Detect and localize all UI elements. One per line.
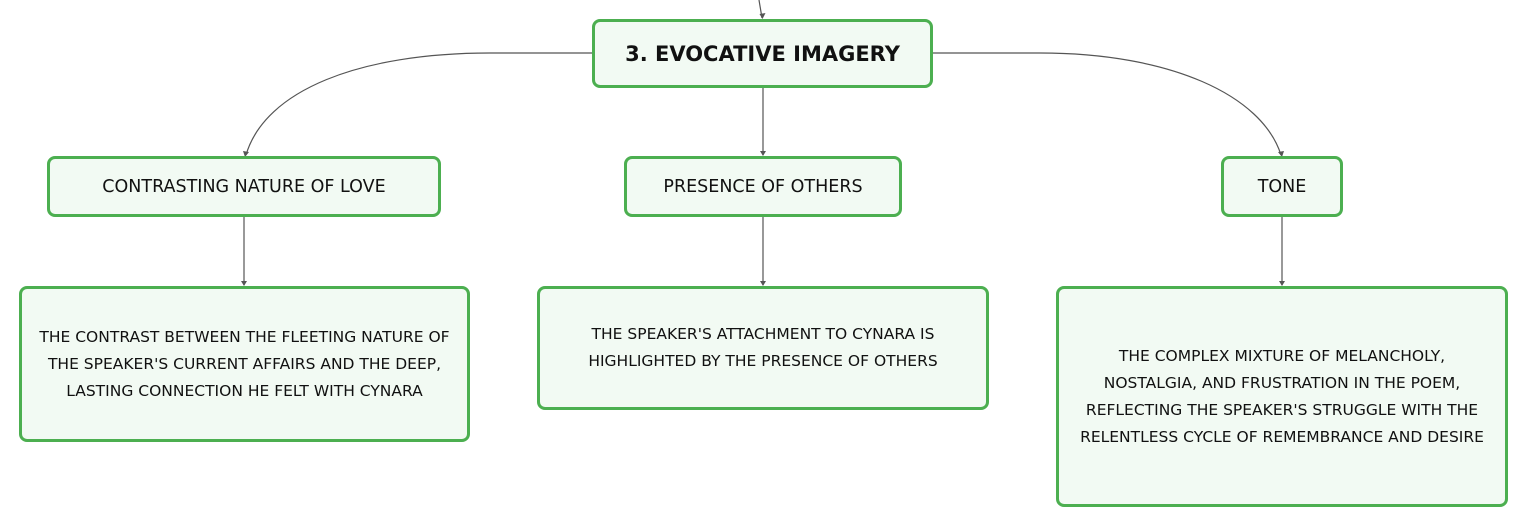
connector-root-to-tone: [933, 52, 1282, 156]
topic-node-contrasting-nature-of-love[interactable]: CONTRASTING NATURE OF LOVE: [47, 156, 441, 217]
detail-node-text: THE COMPLEX MIXTURE OF MELANCHOLY, NOSTA…: [1080, 346, 1484, 446]
topic-node-label: TONE: [1257, 176, 1307, 197]
arrowhead-presence-detail: [760, 281, 766, 286]
root-node-label: 3. EVOCATIVE IMAGERY: [625, 41, 900, 66]
arrowhead-presence: [760, 151, 766, 156]
arrowhead-contrasting: [243, 151, 249, 157]
connector-root-to-contrasting: [245, 52, 592, 156]
root-node[interactable]: 3. EVOCATIVE IMAGERY: [592, 19, 933, 88]
arrowhead-tone-detail: [1279, 281, 1285, 286]
arrowhead-root: [759, 13, 766, 19]
topic-node-tone[interactable]: TONE: [1221, 156, 1343, 217]
detail-node-text: THE SPEAKER'S ATTACHMENT TO CYNARA IS HI…: [588, 325, 938, 370]
arrowhead-tone: [1278, 151, 1284, 157]
detail-node-presence-of-others[interactable]: THE SPEAKER'S ATTACHMENT TO CYNARA IS HI…: [537, 286, 989, 410]
detail-node-tone[interactable]: THE COMPLEX MIXTURE OF MELANCHOLY, NOSTA…: [1056, 286, 1508, 507]
topic-node-label: CONTRASTING NATURE OF LOVE: [102, 176, 386, 197]
detail-node-text: THE CONTRAST BETWEEN THE FLEETING NATURE…: [39, 327, 450, 400]
topic-node-label: PRESENCE OF OTHERS: [663, 176, 863, 197]
topic-node-presence-of-others[interactable]: PRESENCE OF OTHERS: [624, 156, 902, 217]
detail-node-contrasting-nature-of-love[interactable]: THE CONTRAST BETWEEN THE FLEETING NATURE…: [19, 286, 470, 442]
arrowhead-contrasting-detail: [241, 281, 247, 286]
